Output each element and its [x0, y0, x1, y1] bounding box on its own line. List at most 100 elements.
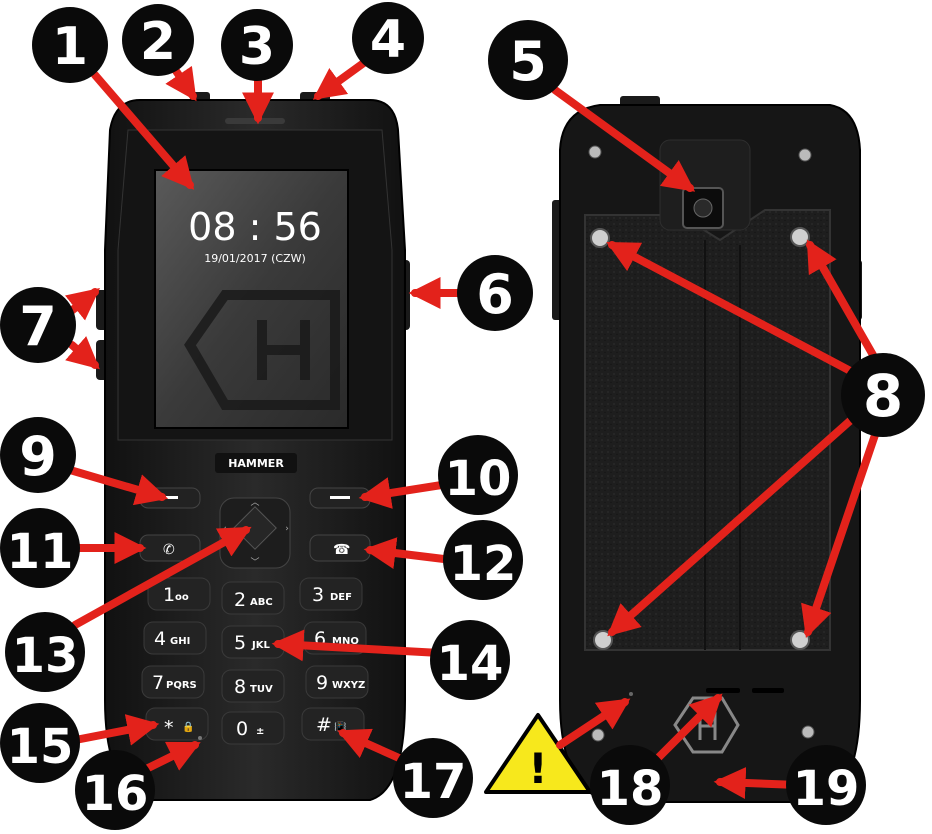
callout-11: 11: [0, 508, 80, 588]
screen-date: 19/01/2017 (CZW): [204, 252, 306, 265]
key-2[interactable]: 2 ABC: [221, 581, 285, 615]
key-3[interactable]: 3 DEF: [299, 577, 363, 611]
key-4[interactable]: 4 GHI: [143, 621, 207, 655]
svg-text:19: 19: [793, 761, 860, 817]
callout-18: 18: [590, 745, 670, 825]
svg-text:16: 16: [82, 766, 149, 822]
callout-15: 15: [0, 703, 80, 783]
arrow-10: [358, 477, 452, 509]
callout-10: 10: [438, 435, 518, 515]
screw-top-left: [590, 228, 610, 248]
back-reset-hole: [629, 692, 633, 696]
arrow-19: [713, 766, 802, 799]
svg-text:9: 9: [316, 672, 328, 694]
svg-text:13: 13: [12, 628, 79, 684]
key-star[interactable]: *🔒: [145, 707, 209, 741]
svg-text:10: 10: [445, 451, 512, 507]
arrow-13: [71, 526, 252, 629]
svg-text:oo: oo: [175, 592, 189, 603]
screen-time: 08 : 56: [188, 205, 322, 249]
callout-16: 16: [75, 750, 155, 830]
svg-text:14: 14: [437, 636, 504, 692]
svg-text:5: 5: [234, 632, 246, 654]
svg-text:8: 8: [863, 362, 903, 430]
phone-front: 08 : 56 19/01/2017 (CZW) HAMMER ✆ ☎ ︿ ﹀ …: [96, 92, 410, 801]
key-0[interactable]: 0±: [221, 711, 285, 745]
back-leather-panel: [584, 209, 831, 651]
end-call-icon: ☎: [333, 542, 350, 558]
svg-text:6: 6: [476, 263, 514, 326]
svg-text:8: 8: [234, 676, 246, 698]
callout-5: 5: [488, 20, 568, 100]
svg-text:2: 2: [140, 12, 176, 72]
svg-text:0: 0: [236, 718, 248, 740]
svg-text:2: 2: [234, 589, 246, 611]
svg-text:*: *: [164, 717, 174, 739]
svg-text:18: 18: [597, 761, 664, 817]
arrow-8c: [607, 408, 864, 637]
key-9[interactable]: 9 WXYZ: [305, 665, 369, 699]
svg-text:GHI: GHI: [170, 636, 190, 647]
callout-12: 12: [443, 520, 523, 600]
key-8[interactable]: 8 TUV: [221, 669, 285, 703]
arrow-1: [91, 71, 195, 190]
svg-text:17: 17: [400, 754, 467, 810]
arrow-warning: [556, 698, 631, 749]
arrow-7a: [65, 288, 100, 321]
arrow-12: [363, 537, 456, 569]
svg-text:1: 1: [163, 584, 175, 606]
svg-text:11: 11: [7, 524, 74, 580]
callout-4: 4: [352, 2, 424, 74]
callout-19: 19: [786, 745, 866, 825]
warning-symbol: !: [528, 744, 547, 793]
brand-label: HAMMER: [228, 457, 284, 470]
svg-text:DEF: DEF: [330, 592, 352, 603]
svg-text:5: 5: [509, 30, 547, 93]
svg-text:±: ±: [256, 726, 264, 737]
arrow-8b: [806, 239, 877, 359]
svg-text:︿: ︿: [250, 498, 259, 508]
svg-text:3: 3: [312, 584, 324, 606]
svg-text:15: 15: [7, 719, 74, 775]
callout-7: 7: [0, 287, 76, 363]
callout-3: 3: [221, 9, 293, 81]
arrow-5: [551, 86, 696, 192]
svg-text:ABC: ABC: [250, 597, 273, 608]
svg-text:JKL: JKL: [251, 640, 270, 651]
arrow-9: [66, 466, 169, 506]
arrow-4: [312, 58, 369, 100]
svg-text:3: 3: [239, 17, 275, 77]
svg-text:9: 9: [19, 425, 57, 488]
svg-text:1: 1: [52, 17, 88, 77]
svg-text:🔒: 🔒: [182, 721, 194, 733]
callout-13: 13: [5, 612, 85, 692]
callout-9: 9: [0, 417, 76, 493]
arrow-7b: [65, 336, 100, 370]
microphone-hole: [198, 736, 202, 740]
navigation-pad[interactable]: ︿ ﹀ ‹ ›: [219, 497, 291, 569]
svg-text:MNO: MNO: [332, 636, 359, 647]
svg-text:‹: ‹: [223, 524, 227, 534]
svg-text:TUV: TUV: [250, 684, 273, 695]
warning-sign: !: [484, 713, 592, 794]
arrow-16: [136, 741, 201, 776]
screw-top-right: [790, 227, 810, 247]
arrow-18: [644, 693, 723, 772]
arrow-17: [337, 728, 412, 766]
svg-text:﹀: ﹀: [250, 557, 259, 568]
arrow-14: [271, 629, 444, 662]
svg-text:›: ›: [285, 524, 289, 534]
callout-14: 14: [430, 620, 510, 700]
callout-17: 17: [393, 738, 473, 818]
callout-1: 1: [32, 7, 108, 83]
svg-text:4: 4: [370, 10, 406, 70]
svg-text:4: 4: [154, 628, 166, 650]
svg-text:7: 7: [19, 295, 57, 358]
call-icon: ✆: [163, 542, 175, 558]
svg-text:WXYZ: WXYZ: [332, 680, 365, 691]
